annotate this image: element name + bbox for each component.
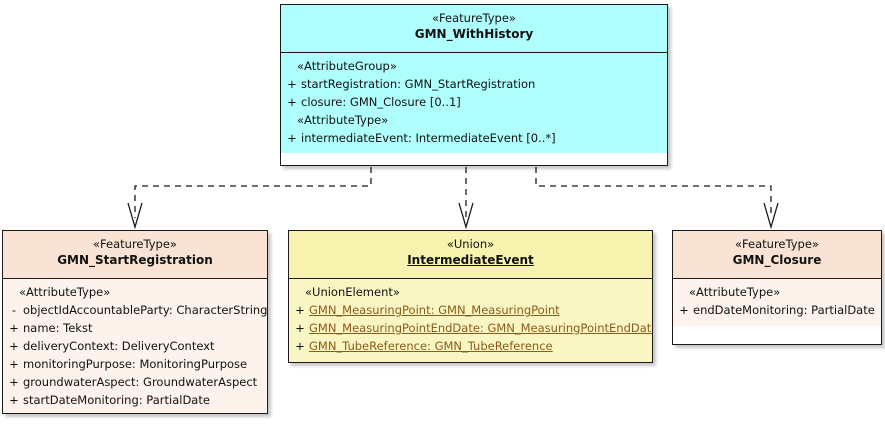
- attribute-row[interactable]: + GMN_MeasuringPointEndDate: GMN_Measuri…: [291, 320, 653, 338]
- class-body-gmn-withhistory: «AttributeGroup» + startRegistration: GM…: [281, 53, 667, 154]
- attribute-row[interactable]: + groundwaterAspect: GroundwaterAspect: [5, 374, 265, 392]
- attribute-visibility: +: [9, 356, 19, 371]
- attribute-group-label: «AttributeGroup»: [297, 59, 397, 73]
- attribute-signature: objectIdAccountableParty: CharacterStrin…: [23, 302, 268, 317]
- attribute-signature: startRegistration: GMN_StartRegistration: [301, 76, 536, 91]
- class-header-gmn-startregistration: «FeatureType» GMN_StartRegistration: [3, 231, 267, 279]
- attribute-signature-link[interactable]: GMN_MeasuringPoint: GMN_MeasuringPoint: [309, 302, 560, 317]
- class-box-gmn-withhistory[interactable]: «FeatureType» GMN_WithHistory «Attribute…: [280, 4, 668, 166]
- class-stereotype: «FeatureType»: [93, 237, 177, 251]
- class-name: GMN_WithHistory: [414, 26, 534, 41]
- attribute-visibility: +: [295, 338, 305, 353]
- attribute-row[interactable]: + deliveryContext: DeliveryContext: [5, 338, 265, 356]
- class-stereotype: «FeatureType»: [735, 237, 819, 251]
- class-header-intermediateevent: «Union» IntermediateEvent: [289, 231, 652, 279]
- dependency-withhistory-to-intermediateevent: [458, 167, 474, 230]
- attribute-signature: closure: GMN_Closure [0..1]: [301, 94, 461, 109]
- class-name: GMN_StartRegistration: [57, 252, 213, 267]
- class-box-gmn-closure[interactable]: «FeatureType» GMN_Closure «AttributeType…: [672, 230, 882, 345]
- class-body-gmn-closure: «AttributeType» + endDateMonitoring: Par…: [673, 279, 881, 326]
- attribute-signature: endDateMonitoring: PartialDate: [693, 302, 875, 317]
- attribute-row[interactable]: - objectIdAccountableParty: CharacterStr…: [5, 302, 268, 320]
- attribute-visibility: +: [287, 94, 297, 109]
- dependency-withhistory-to-startregistration: [127, 167, 372, 230]
- attribute-signature: deliveryContext: DeliveryContext: [23, 338, 215, 353]
- attribute-row[interactable]: + GMN_MeasuringPoint: GMN_MeasuringPoint: [291, 302, 650, 320]
- attribute-row[interactable]: + endDateMonitoring: PartialDate: [675, 302, 879, 320]
- attribute-visibility: -: [11, 302, 17, 317]
- class-body-gmn-startregistration: «AttributeType» - objectIdAccountablePar…: [3, 279, 268, 413]
- attribute-visibility: +: [287, 76, 297, 91]
- class-box-intermediateevent[interactable]: «Union» IntermediateEvent «UnionElement»…: [288, 230, 653, 363]
- attribute-signature-link[interactable]: GMN_MeasuringPointEndDate: GMN_Measuring…: [309, 320, 653, 335]
- attribute-visibility: +: [9, 338, 19, 353]
- attribute-signature: name: Tekst: [23, 320, 93, 335]
- attribute-group-label: «AttributeType»: [19, 285, 111, 299]
- attribute-signature: monitoringPurpose: MonitoringPurpose: [23, 356, 248, 371]
- attribute-row[interactable]: + startRegistration: GMN_StartRegistrati…: [283, 76, 665, 94]
- attribute-visibility: +: [287, 130, 297, 145]
- attribute-signature: intermediateEvent: IntermediateEvent [0.…: [301, 130, 556, 145]
- class-stereotype: «FeatureType»: [432, 11, 516, 25]
- class-header-gmn-withhistory: «FeatureType» GMN_WithHistory: [281, 5, 667, 53]
- class-name: GMN_Closure: [732, 252, 822, 267]
- class-header-gmn-closure: «FeatureType» GMN_Closure: [673, 231, 881, 279]
- attribute-row[interactable]: + GMN_TubeReference: GMN_TubeReference: [291, 338, 650, 356]
- attribute-group-label: «AttributeType»: [689, 285, 781, 299]
- attribute-row[interactable]: + intermediateEvent: IntermediateEvent […: [283, 130, 665, 148]
- dependency-withhistory-to-closure: [535, 167, 779, 230]
- attribute-visibility: +: [9, 392, 19, 407]
- attribute-visibility: +: [679, 302, 689, 317]
- attribute-visibility: +: [9, 320, 19, 335]
- class-name: IntermediateEvent: [407, 252, 534, 267]
- attribute-row[interactable]: + monitoringPurpose: MonitoringPurpose: [5, 356, 265, 374]
- attribute-signature: startDateMonitoring: PartialDate: [23, 392, 210, 407]
- attribute-row[interactable]: + name: Tekst: [5, 320, 265, 338]
- attribute-signature: groundwaterAspect: GroundwaterAspect: [23, 374, 258, 389]
- attribute-visibility: +: [295, 320, 305, 335]
- class-box-gmn-startregistration[interactable]: «FeatureType» GMN_StartRegistration «Att…: [2, 230, 268, 414]
- attribute-group-label: «AttributeType»: [297, 112, 389, 127]
- attribute-signature-link[interactable]: GMN_TubeReference: GMN_TubeReference: [309, 338, 553, 353]
- class-stereotype: «Union»: [446, 237, 495, 251]
- class-body-intermediateevent: «UnionElement» + GMN_MeasuringPoint: GMN…: [289, 279, 652, 362]
- attribute-visibility: +: [295, 302, 305, 317]
- attribute-row[interactable]: + startDateMonitoring: PartialDate: [5, 392, 265, 410]
- attribute-visibility: +: [9, 374, 19, 389]
- attribute-row[interactable]: + closure: GMN_Closure [0..1]: [283, 94, 665, 112]
- attribute-group-label: «UnionElement»: [305, 285, 400, 299]
